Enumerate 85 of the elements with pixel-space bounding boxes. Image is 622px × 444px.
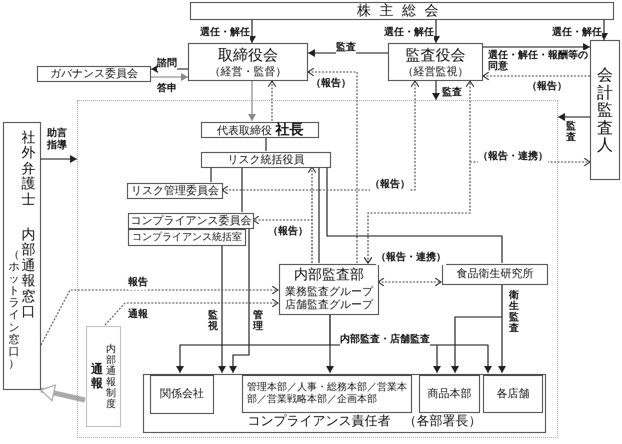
- connector-line: [318, 167, 320, 263]
- org-box: [190, 2, 614, 20]
- arrow: [600, 20, 608, 40]
- arrow: [248, 81, 256, 121]
- node-sublabel: 業務監査グループ: [285, 284, 373, 298]
- node-label: 内部監査部: [294, 267, 364, 284]
- node-label: 監査役会: [406, 46, 466, 64]
- edge-label: （報告・連携）: [376, 250, 446, 265]
- org-box: [483, 375, 543, 413]
- arrow: [41, 155, 77, 163]
- node-label: 食品衛生研究所: [456, 266, 534, 282]
- edge-label: 諮問: [157, 56, 177, 71]
- edge-label: 助言指導: [47, 128, 67, 152]
- edge-label: 内部監査・店舗監査: [340, 332, 430, 347]
- responsibility-band: [143, 374, 546, 433]
- arrow: [40, 286, 278, 346]
- arrow: [308, 49, 388, 57]
- department-box: [279, 264, 379, 315]
- org-box: [188, 43, 308, 81]
- node-label: リスク統括役員: [228, 152, 304, 168]
- edge-label: 監視: [208, 310, 218, 332]
- node-sublabel: （経営・監督）: [210, 64, 286, 78]
- edge-label: （報告）: [370, 177, 410, 192]
- arrow: [482, 72, 590, 80]
- whistleblowing-box: [86, 326, 121, 427]
- arrow: [378, 278, 442, 286]
- auditor-box: [590, 40, 620, 180]
- edge-label: 管理: [253, 310, 263, 332]
- edge-label: 衛生監査: [509, 290, 519, 334]
- org-box: [442, 264, 548, 285]
- org-box: [388, 43, 483, 81]
- edge-label: 報告: [128, 275, 148, 290]
- node-label: 関係会社: [160, 386, 204, 402]
- arrow: [432, 20, 440, 43]
- arrow: [252, 216, 313, 263]
- node-label: ガバナンス委員会: [50, 66, 138, 82]
- node-label: 代表取締役 社長: [216, 120, 304, 140]
- node-label: 管理本部／人事・総務本部／営業本部／営業戦略本部／企画本部: [246, 382, 408, 406]
- arrow: [40, 384, 86, 402]
- org-box: [242, 375, 412, 413]
- node-label: コンプライアンス統括室: [132, 230, 242, 245]
- node-label: 社外弁護士: [22, 131, 36, 208]
- connector-line: [210, 167, 212, 182]
- arrow: [308, 68, 358, 263]
- connector-line: [326, 167, 503, 263]
- arrow: [248, 20, 256, 43]
- edge-label: 監査: [566, 121, 576, 143]
- edge-label: 選任・解任: [384, 25, 434, 40]
- arrow: [104, 298, 278, 326]
- connector-line: [241, 167, 243, 212]
- org-box: [128, 229, 246, 246]
- hotline-box: [3, 122, 41, 390]
- arrow: [483, 43, 590, 51]
- arrow: [151, 65, 188, 73]
- node-label: リスク管理委員会: [131, 182, 219, 199]
- arrow: [151, 73, 188, 81]
- arrow: [498, 284, 506, 373]
- edge-label: （報告・連携）: [478, 149, 548, 164]
- arrow: [229, 228, 250, 373]
- edge-label: 選任・解任: [200, 25, 250, 40]
- org-box: [201, 122, 319, 138]
- node-label: 通報: [91, 363, 103, 390]
- org-box: [419, 375, 480, 413]
- node-sublabel: 店舗監査グループ: [285, 298, 373, 312]
- arrow: [558, 113, 590, 121]
- edge-label: 監査: [336, 40, 356, 55]
- edge-label: 選任・解任・報酬等の同意: [488, 50, 588, 72]
- arrow: [218, 245, 226, 373]
- node-label: 内部通報窓口: [22, 228, 36, 320]
- node-label: 内部通報制度: [106, 344, 116, 410]
- node-label: コンプライアンス委員会: [130, 212, 252, 229]
- arrow: [432, 81, 440, 100]
- org-box: [150, 375, 214, 414]
- arrow: [268, 80, 276, 121]
- node-label: 会計監査人: [597, 66, 613, 154]
- node-sublabel: （経営監視）: [402, 64, 468, 78]
- org-box: [37, 66, 151, 82]
- node-sublabel: （ホットライン窓口）: [8, 249, 20, 370]
- node-label: 株主総会: [357, 2, 447, 20]
- node-label: 取締役会: [218, 46, 278, 64]
- node-label: 各店舗: [496, 386, 530, 402]
- node-label: 商品本部: [428, 386, 472, 402]
- org-box: [201, 152, 331, 168]
- node-label: コンプライアンス責任者 （各部署長）: [248, 412, 482, 430]
- connector-line: [265, 137, 267, 151]
